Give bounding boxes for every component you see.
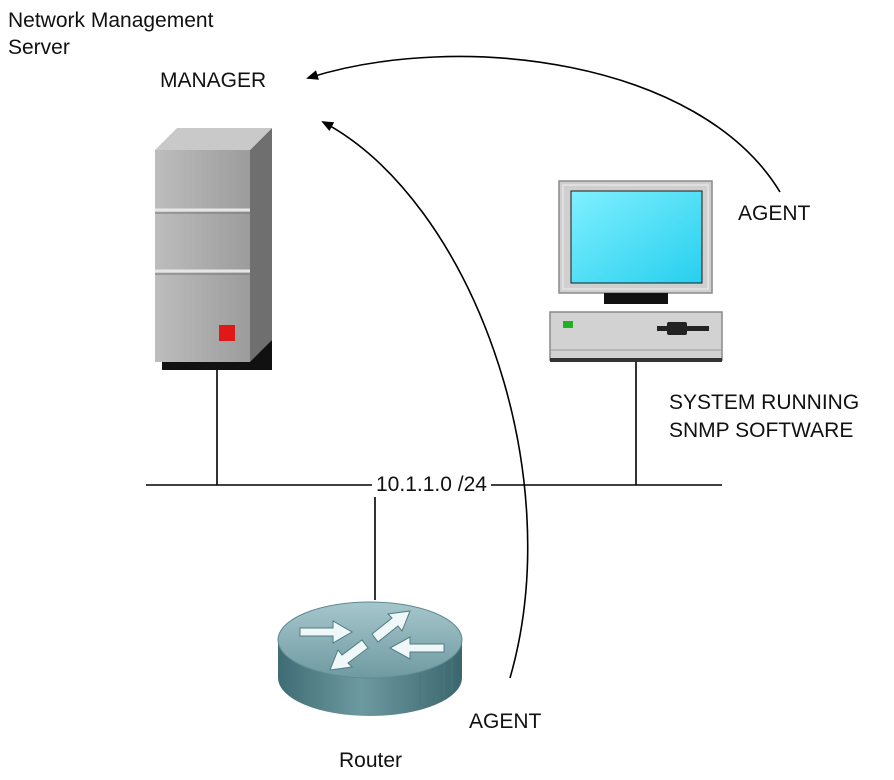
router-agent-label: AGENT <box>469 710 542 733</box>
router-icon <box>277 601 463 716</box>
agent-to-manager-arrow <box>306 55 781 193</box>
server-title-line2: Server <box>8 36 70 59</box>
subnet-label: 10.1.1.0 /24 <box>372 472 491 497</box>
server-status-led <box>219 325 235 341</box>
server-title-line1: Network Management <box>8 9 214 32</box>
system-running-label: SYSTEM RUNNING <box>669 391 860 414</box>
snmp-software-label: SNMP SOFTWARE <box>669 419 854 442</box>
manager-label: MANAGER <box>160 69 267 92</box>
router-agent-to-manager-arrow <box>321 121 529 679</box>
pc-agent-label: AGENT <box>738 202 811 225</box>
monitor-screen <box>570 190 703 284</box>
server-tower-icon <box>155 128 272 370</box>
desktop-computer-icon <box>549 180 723 362</box>
router-label: Router <box>339 749 403 772</box>
pc-power-led <box>563 321 573 328</box>
